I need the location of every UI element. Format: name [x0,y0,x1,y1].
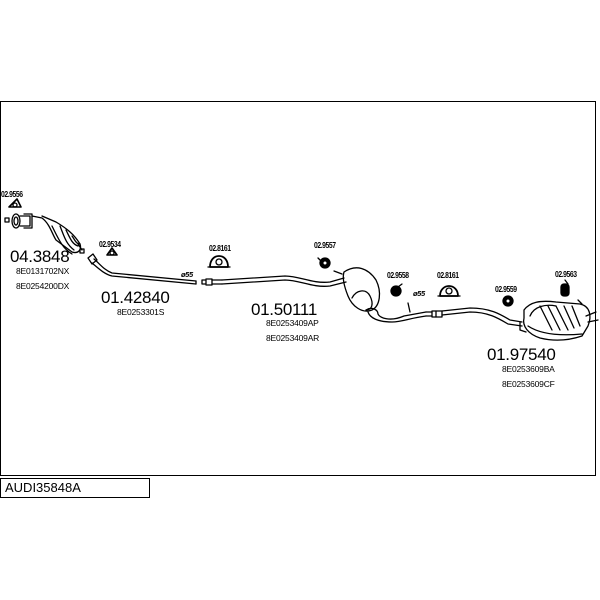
diameter-label: ø55 [413,289,425,298]
part-number[interactable]: 01.42840 [101,288,170,307]
catalytic-converter-drawing [11,213,83,255]
bolt-icon [4,217,10,223]
accessory-label: 02.9556 [1,190,23,199]
diagram-frame [0,101,596,476]
pipe-connector-icon [407,302,443,318]
rubber-mount-icon [317,257,331,269]
part-number[interactable]: 04.3848 [10,247,70,266]
gasket-icon [8,198,22,208]
accessory-label: 02.9559 [495,285,517,294]
reference-label: AUDI35848A [0,478,150,498]
rear-pipe-drawing [441,307,523,327]
clamp-icon [207,255,231,268]
oem-number: 8E0253609BA [502,364,555,374]
diameter-label: ø55 [181,270,193,279]
middle-pipe-drawing [221,275,347,287]
rubber-mount-icon [502,295,514,307]
rear-silencer-drawing [519,299,599,341]
accessory-label: 02.9557 [314,241,336,250]
rubber-mount-icon [560,279,570,297]
oem-number: 8E0253609CF [502,379,555,389]
part-number[interactable]: 01.50111 [251,300,317,319]
clamp-icon [437,285,461,297]
rubber-mount-icon [390,283,403,297]
accessory-label: 02.9563 [555,270,577,279]
oem-number: 8E0131702NX [16,266,70,276]
pipe-connector-icon [201,278,223,286]
accessory-label: 02.9534 [99,240,121,249]
accessory-label: 02.9558 [387,271,409,280]
part-number[interactable]: 01.97540 [487,345,556,364]
accessory-label: 02.8161 [437,271,459,280]
middle-silencer-drawing [333,267,427,323]
oem-number: 8E0253301S [117,307,165,317]
oem-number: 8E0253409AP [266,318,319,328]
accessory-label: 02.8161 [209,244,231,253]
oem-number: 8E0253409AR [266,333,320,343]
front-pipe-drawing [87,253,197,285]
oem-number: 8E0254200DX [16,281,70,291]
gasket-icon [106,247,118,256]
